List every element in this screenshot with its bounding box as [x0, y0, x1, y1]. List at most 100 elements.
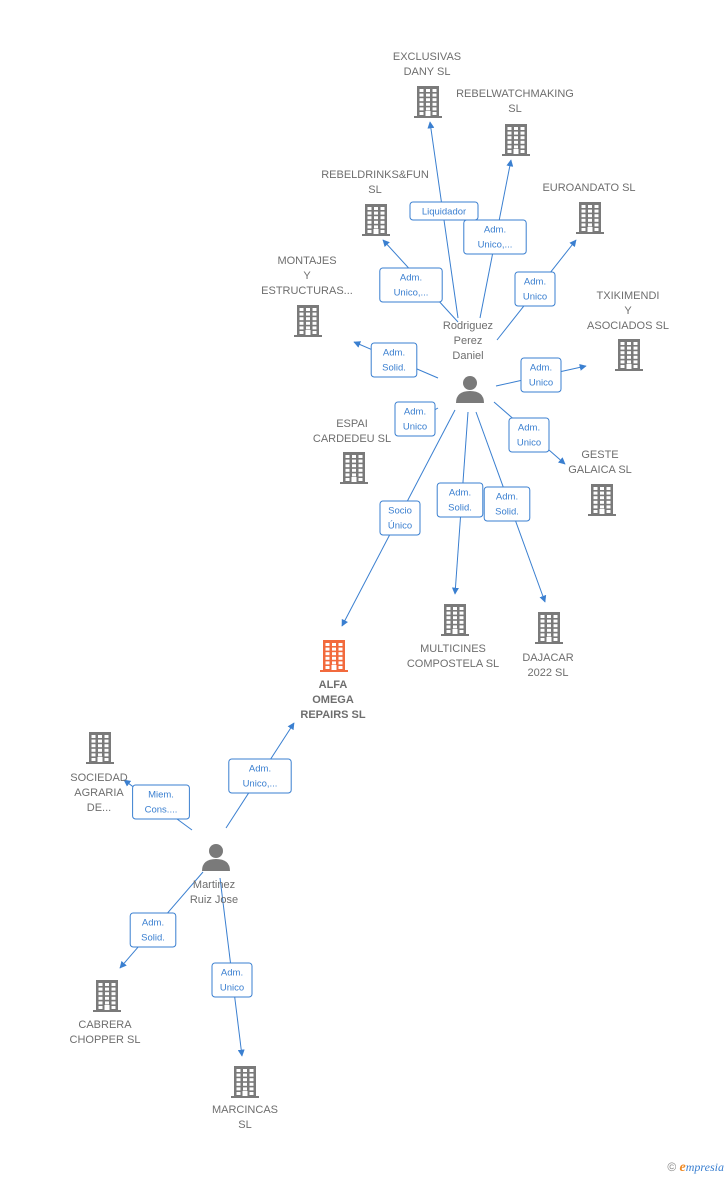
edge-label-rodriguez-multicines[interactable]: Adm.Solid.	[436, 482, 484, 518]
building-icon	[535, 612, 563, 644]
building-icon	[320, 640, 348, 672]
node-label: REPAIRS SL	[300, 709, 365, 721]
edge-label-text: Cons....	[145, 805, 178, 816]
node-label: ESTRUCTURAS...	[261, 285, 353, 297]
node-label: ASOCIADOS SL	[587, 320, 669, 332]
node-label: MONTAJES	[277, 255, 336, 267]
edge-label-martinez-cabrera[interactable]: Adm.Solid.	[129, 912, 177, 948]
edge-label-rodriguez-rebeldrinks[interactable]: Adm. Unico,...	[379, 267, 443, 303]
edge-label-text: Solid.	[141, 933, 165, 944]
node-label: ESPAI	[336, 418, 368, 430]
edges-layer	[119, 121, 587, 1057]
copyright-icon: ©	[667, 1160, 677, 1174]
empresia-watermark[interactable]: © empresia	[667, 1160, 724, 1176]
edge-label-text: Adm.	[496, 492, 518, 503]
node-marcincas[interactable]: MARCINCAS SL	[212, 1066, 278, 1131]
node-multicines[interactable]: MULTICINES COMPOSTELA SL	[407, 604, 499, 670]
node-euroandato[interactable]: EUROANDATO SL	[542, 182, 636, 234]
node-label: Perez	[454, 335, 483, 347]
building-icon	[340, 452, 368, 484]
node-label: SL	[508, 103, 521, 115]
edge-label-text: Unico	[529, 378, 553, 389]
node-montajes[interactable]: MONTAJESYESTRUCTURAS...	[261, 255, 353, 337]
node-cabrera[interactable]: CABRERA CHOPPER SL	[70, 980, 141, 1046]
node-label: Daniel	[452, 350, 483, 362]
node-label: GESTE	[581, 449, 618, 461]
node-label: DE...	[87, 802, 111, 814]
edge-label-rodriguez-rebelwatch[interactable]: Adm.Unico,...	[463, 219, 527, 255]
edge-label-box	[228, 758, 292, 794]
edge-label-box	[379, 267, 443, 303]
building-icon	[86, 732, 114, 764]
brand-logo: empresia	[679, 1160, 724, 1175]
person-icon	[456, 376, 484, 403]
person-icon	[202, 844, 230, 871]
node-sociedad[interactable]: SOCIEDAD AGRARIA DE...	[70, 732, 128, 814]
edge-label-text: Adm.	[249, 764, 271, 775]
node-label: CABRERA	[78, 1019, 132, 1031]
edge-label-martinez-alfa[interactable]: Adm. Unico,...	[228, 758, 292, 794]
node-label: GALAICA SL	[568, 464, 632, 476]
edge-label-text: Adm.	[404, 407, 426, 418]
edge-label-rodriguez-dajacar[interactable]: Adm. Solid.	[483, 486, 531, 522]
edge-label-rodriguez-espai[interactable]: Adm.Unico	[394, 401, 436, 437]
node-label: TXIKIMENDI	[597, 290, 660, 302]
edge-label-text: Adm.	[530, 363, 552, 374]
edge-label-box	[483, 486, 531, 522]
edge-label-text: Adm.	[400, 273, 422, 284]
building-icon	[576, 202, 604, 234]
edge-label-text: Miem.	[148, 790, 174, 801]
node-label: ALFA	[319, 679, 348, 691]
edge-label-rodriguez-exclusivas[interactable]: Liquidador	[409, 201, 479, 221]
edge-label-rodriguez-txikimendi[interactable]: Adm. Unico	[520, 357, 562, 393]
edge-label-martinez-sociedad[interactable]: Miem. Cons....	[132, 784, 190, 820]
edge-label-box	[508, 417, 550, 453]
node-label: MARCINCAS	[212, 1104, 278, 1116]
node-label: Ruiz Jose	[190, 894, 238, 906]
edge-label-martinez-marcincas[interactable]: Adm.Unico	[211, 962, 253, 998]
edge-label-text: Único	[388, 521, 412, 532]
node-label: SL	[238, 1119, 251, 1131]
edge-label-box	[409, 201, 479, 221]
node-label: MULTICINES	[420, 643, 486, 655]
edge-label-box	[520, 357, 562, 393]
building-icon	[362, 204, 390, 236]
node-label: SOCIEDAD	[70, 772, 128, 784]
edge-label-box	[129, 912, 177, 948]
edge-label-text: Unico	[517, 438, 541, 449]
node-geste[interactable]: GESTE GALAICA SL	[568, 449, 632, 516]
building-icon	[441, 604, 469, 636]
node-label: Rodriguez	[443, 320, 493, 332]
edge-label-text: Adm.	[383, 348, 405, 359]
edge-label-rodriguez-euroandato[interactable]: Adm.Unico	[514, 271, 556, 307]
edge-label-text: Unico,...	[394, 288, 429, 299]
node-label: CHOPPER SL	[70, 1034, 141, 1046]
edge-label-box	[394, 401, 436, 437]
building-icon	[615, 339, 643, 371]
node-label: AGRARIA	[74, 787, 124, 799]
edge-label-text: Unico,...	[243, 779, 278, 790]
edge-label-rodriguez-montajes[interactable]: Adm.Solid.	[370, 342, 418, 378]
edge-label-text: Adm.	[524, 277, 546, 288]
node-label: DAJACAR	[522, 652, 573, 664]
edge-label-text: Solid.	[495, 507, 519, 518]
building-icon	[414, 86, 442, 118]
edge-label-box	[379, 500, 421, 536]
node-label: COMPOSTELA SL	[407, 658, 499, 670]
edge-label-rodriguez-geste[interactable]: Adm.Unico	[508, 417, 550, 453]
node-label: SL	[368, 184, 381, 196]
node-label: DANY SL	[404, 66, 451, 78]
